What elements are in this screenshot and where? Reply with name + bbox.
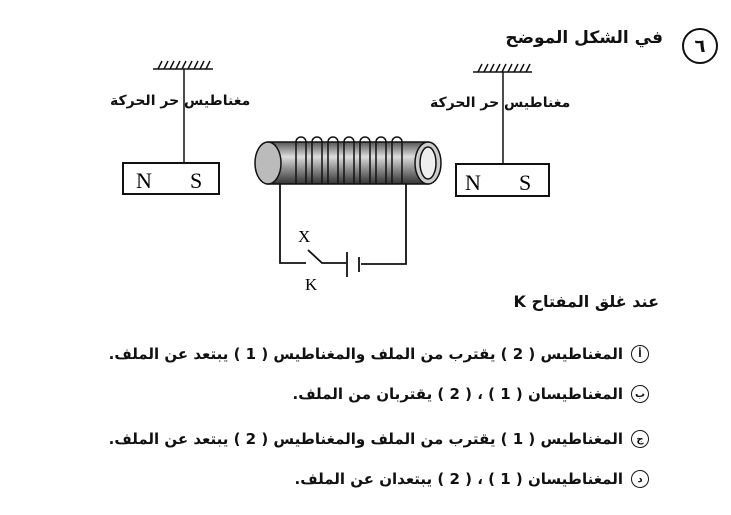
left-magnet: N S <box>122 162 220 195</box>
right-magnet-s: S <box>519 170 531 195</box>
question-title: في الشكل الموضح <box>505 28 663 48</box>
solenoid-coil <box>254 136 442 185</box>
option-d[interactable]: د المغناطيسان ( 1 ) ، ( 2 ) يبتعدان عن ا… <box>295 470 649 488</box>
question-prompt: عند غلق المفتاح K <box>513 292 659 311</box>
diagram: N S N S X K <box>122 60 550 294</box>
left-ceiling-support <box>153 60 213 164</box>
option-b[interactable]: ب المغناطيسان ( 1 ) ، ( 2 ) يقتربان من ا… <box>292 385 649 403</box>
option-text: المغناطيسان ( 1 ) ، ( 2 ) يبتعدان عن الم… <box>294 470 623 488</box>
question-number: ٦ <box>682 28 718 64</box>
right-magnet-n: N <box>465 170 481 195</box>
option-letter: د <box>631 470 649 488</box>
right-magnet: N S <box>455 163 550 197</box>
left-magnet-s: S <box>190 168 202 193</box>
right-magnet-label: مغناطيس حر الحركة <box>430 95 571 111</box>
left-magnet-label: مغناطيس حر الحركة <box>110 93 251 109</box>
option-a[interactable]: أ المغناطيس ( 2 ) يقترب من الملف والمغنا… <box>109 345 649 363</box>
option-letter: ج <box>631 430 649 448</box>
option-letter: ب <box>631 385 649 403</box>
left-magnet-n: N <box>136 168 152 193</box>
option-text: المغناطيسان ( 1 ) ، ( 2 ) يقتربان من الم… <box>292 385 624 403</box>
switch-label: X <box>298 227 310 246</box>
option-c[interactable]: ج المغناطيس ( 1 ) يقترب من الملف والمغنا… <box>109 430 649 448</box>
circuit-wires <box>279 184 407 277</box>
option-text: المغناطيس ( 1 ) يقترب من الملف والمغناطي… <box>108 430 623 448</box>
option-letter: أ <box>631 345 649 363</box>
option-text: المغناطيس ( 2 ) يقترب من الملف والمغناطي… <box>108 345 623 363</box>
right-ceiling-support <box>473 63 532 165</box>
key-label: K <box>305 275 318 294</box>
